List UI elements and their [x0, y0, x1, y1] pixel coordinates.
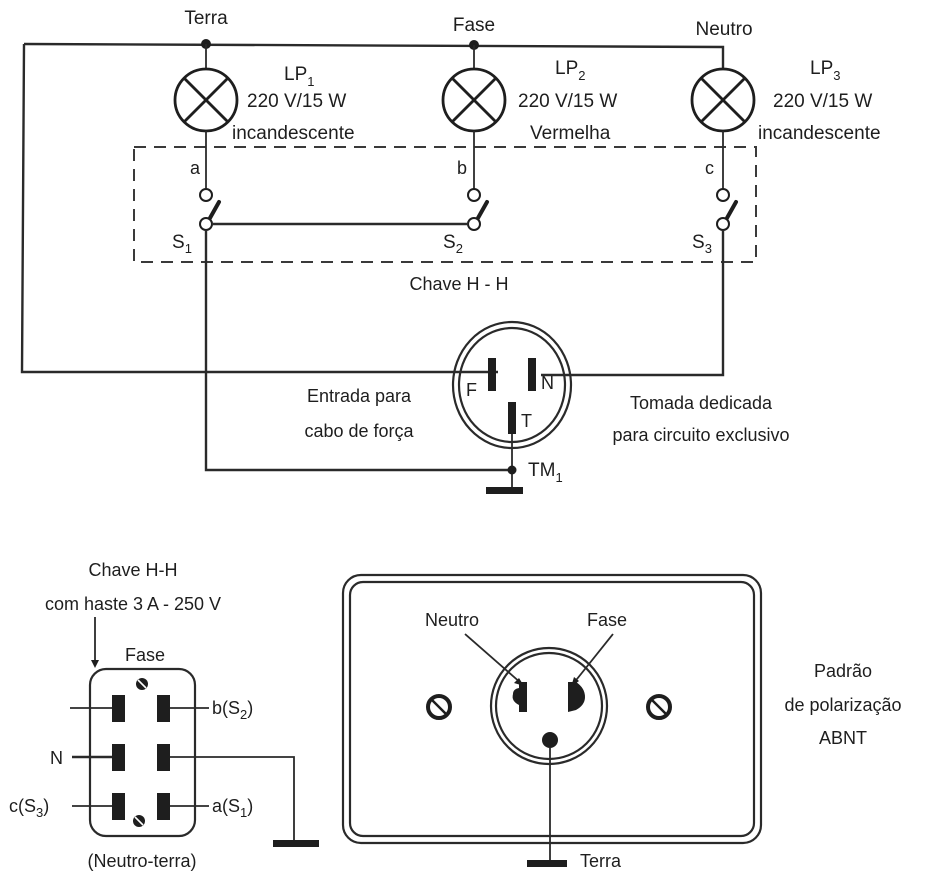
lp1-label: LP1 220 V/15 W incandescente	[232, 64, 355, 144]
switch-s3	[716, 188, 738, 231]
svg-text:incandescente: incandescente	[758, 123, 881, 144]
abnt-caption-2: de polarização	[784, 695, 901, 715]
hh-terminal-c-s3: c(S3)	[9, 796, 49, 820]
label-tm1: TM1	[528, 460, 563, 485]
socket-plate: Neutro Fase Terra Padrão de polarização …	[341, 573, 902, 871]
hh-contact	[157, 744, 170, 771]
plate-screw-right	[646, 694, 672, 720]
hh-terminal-b-s2: b(S2)	[212, 698, 253, 722]
plate-ground-symbol	[527, 860, 567, 867]
hh-screw-top	[136, 678, 148, 690]
outlet-pin-f: F	[466, 380, 477, 400]
hh-top-label: Fase	[125, 645, 165, 665]
plate-label-fase: Fase	[587, 610, 627, 630]
svg-text:LP3: LP3	[810, 58, 840, 83]
hh-switch-body	[88, 667, 197, 838]
switch-group-label: Chave H - H	[409, 274, 508, 294]
point-b: b	[457, 158, 467, 178]
svg-text:incandescente: incandescente	[232, 123, 355, 144]
label-neutro: Neutro	[695, 19, 752, 40]
s1-ground-wire	[204, 230, 512, 472]
svg-text:LP1: LP1	[284, 64, 314, 89]
point-a: a	[190, 158, 201, 178]
hh-title-2: com haste 3 A - 250 V	[45, 594, 221, 614]
socket-face-outer	[489, 646, 609, 766]
leader-fase-arrow	[571, 677, 579, 687]
socket-neutral-slot	[512, 682, 527, 712]
lamp-lp2	[441, 67, 507, 133]
label-s3: S3	[692, 232, 712, 256]
hh-bottom-label: (Neutro-terra)	[87, 851, 196, 871]
lp2-label: LP2 220 V/15 W Vermelha	[518, 58, 617, 144]
socket-phase-slot	[568, 682, 585, 712]
hh-terminal-n: N	[50, 748, 63, 768]
outlet-right-caption-1: Tomada dedicada	[630, 393, 773, 413]
hh-contact	[112, 793, 125, 820]
abnt-caption-1: Padrão	[814, 661, 872, 681]
switch-group-box	[133, 146, 757, 263]
lamp-lp3	[690, 67, 756, 133]
socket-face-inner	[494, 651, 604, 761]
plate-inner	[348, 580, 756, 838]
switch-s1	[199, 188, 221, 231]
hh-contact	[157, 695, 170, 722]
plate-screw-left	[426, 694, 452, 720]
hh-switch-detail: Chave H-H com haste 3 A - 250 V Fase	[9, 560, 319, 871]
svg-text:220 V/15 W: 220 V/15 W	[247, 91, 346, 112]
svg-text:220 V/15 W: 220 V/15 W	[773, 91, 872, 112]
label-terra: Terra	[184, 8, 228, 29]
ground-symbol-tm1	[486, 487, 523, 494]
svg-text:220 V/15 W: 220 V/15 W	[518, 91, 617, 112]
outlet-pin-t: T	[521, 411, 532, 431]
svg-text:LP2: LP2	[555, 58, 585, 83]
top-circuit: Terra Fase Neutro	[20, 8, 881, 494]
socket-ground-hole	[542, 732, 558, 748]
s3-neutral-wire	[541, 230, 725, 377]
abnt-caption-3: ABNT	[819, 728, 867, 748]
leader-neutro	[464, 633, 523, 685]
label-fase: Fase	[453, 15, 495, 36]
outlet-right-caption-2: para circuito exclusivo	[612, 425, 789, 445]
hh-ground-lead	[170, 756, 295, 840]
leader-neutro-arrow	[514, 678, 524, 686]
svg-text:Vermelha: Vermelha	[530, 123, 611, 144]
hh-screw-bottom	[133, 815, 145, 827]
plate-label-neutro: Neutro	[425, 610, 479, 630]
hh-contact	[157, 793, 170, 820]
hh-arrow-head	[91, 660, 99, 668]
plate-outer	[341, 573, 763, 845]
lamp-lp1	[173, 67, 239, 133]
hh-contact	[112, 744, 125, 771]
top-bus-wire	[23, 42, 725, 68]
point-c: c	[705, 158, 714, 178]
plate-label-terra: Terra	[580, 851, 622, 871]
lp3-label: LP3 220 V/15 W incandescente	[758, 58, 881, 144]
hh-title-1: Chave H-H	[88, 560, 177, 580]
label-s1: S1	[172, 232, 192, 256]
left-return-wire	[20, 43, 498, 374]
label-s2: S2	[443, 232, 463, 256]
hh-terminal-a-s1: a(S1)	[212, 796, 253, 820]
hh-ground-symbol	[273, 840, 319, 847]
outlet-left-caption-2: cabo de força	[304, 421, 414, 441]
outlet-pin-n: N	[541, 373, 554, 393]
junction-tm1	[507, 465, 517, 475]
hh-contact	[112, 695, 125, 722]
switch-s2	[467, 188, 489, 231]
leader-fase	[572, 633, 614, 685]
outlet-left-caption-1: Entrada para	[307, 386, 412, 406]
